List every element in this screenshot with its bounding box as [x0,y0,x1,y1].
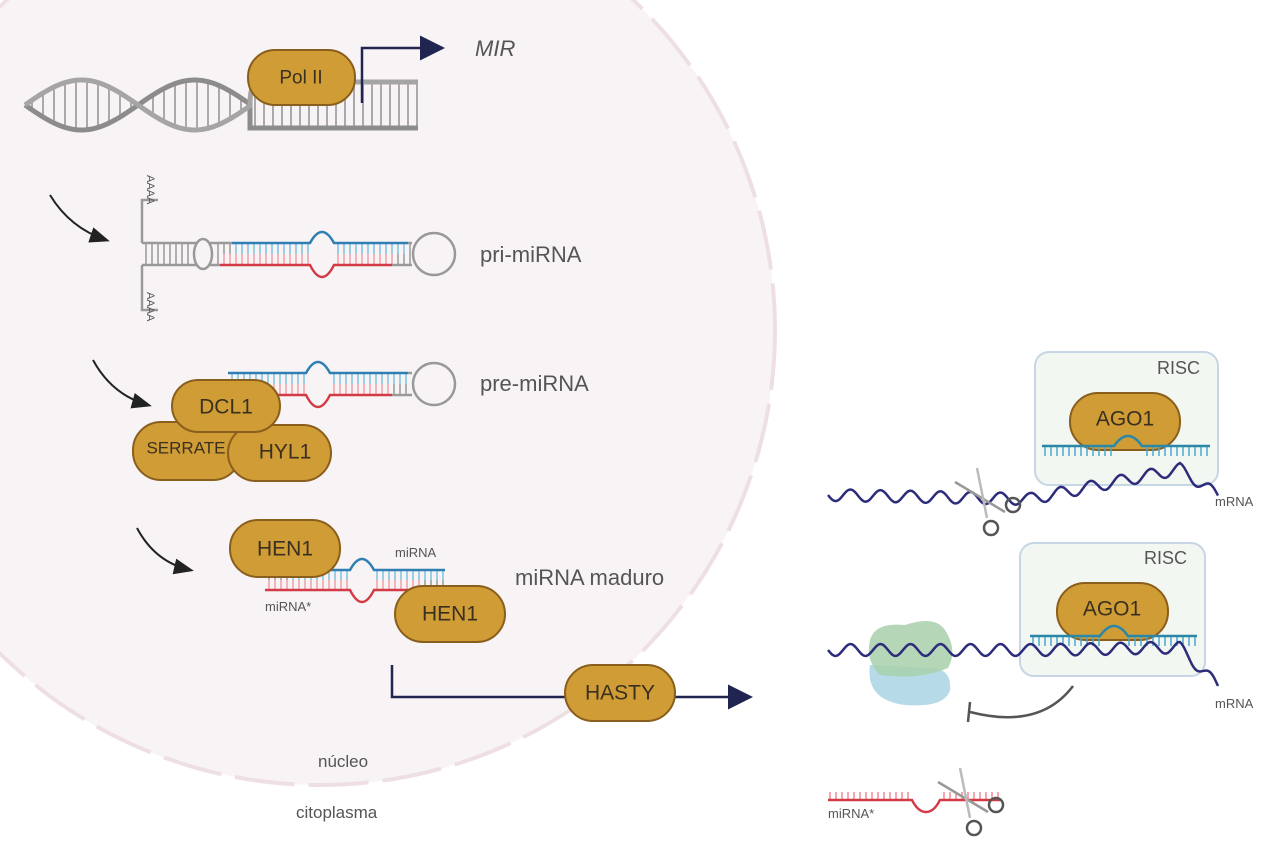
gene-label: MIR [475,36,515,61]
scissors-icon [954,467,1022,537]
serrate-label: SERRATE [146,439,225,458]
mirna-star-degraded-label: miRNA* [828,806,874,821]
hen1-protein [394,585,506,643]
risc-label: RISC [1157,358,1200,378]
nucleus-label: núcleo [318,752,368,771]
mature-mirna-label: miRNA maduro [515,565,664,590]
mirna-star-label: miRNA* [265,599,311,614]
ago1-label: AGO1 [1096,408,1154,431]
blade [975,467,989,519]
strand [140,198,158,312]
pol2-label: Pol II [279,68,322,89]
risc-mirna-strand [1042,434,1210,456]
pol2-protein [247,49,356,106]
dcl1-label: DCL1 [199,396,253,419]
handle [965,819,983,837]
mrna-label: mRNA [1215,494,1254,509]
mirna-strand [232,230,408,245]
mirna-strand [228,360,408,375]
dna-strand [23,77,418,133]
mirna-star-strand [828,792,1000,814]
dna-strand [23,77,418,133]
dcl1-protein [171,379,281,433]
mirna-star-strand [265,588,420,604]
hen1-label: HEN1 [257,538,313,561]
curved-arrow-icon [92,359,152,409]
handle [1004,496,1022,514]
ribosome-icon [868,621,953,706]
mirna-strand [1030,624,1197,638]
terminal-loop [411,361,457,407]
pre-mirna-hairpin [228,360,457,409]
polya-top-label: AAAA [144,175,156,205]
cytoplasm-label: citoplasma [296,803,378,822]
hyl1-protein [227,424,332,482]
transcription-arrow [360,35,445,103]
risc-label: RISC [1144,548,1187,568]
scissors-icon [937,767,1005,837]
curved-arrow-icon [136,527,194,575]
blade [954,480,1006,514]
mirna-strand [1042,434,1210,448]
hen1-protein [229,519,341,578]
terminal-loop [411,231,457,277]
pre-mirna-label: pre-miRNA [480,371,589,396]
mirna-star-strand [228,393,392,409]
mirna-star-strand [828,798,1000,814]
ago1-label: AGO1 [1083,598,1141,621]
hyl1-label: HYL1 [259,441,312,464]
mirna-strand [290,557,445,572]
mirna-star-strand [220,263,392,279]
blade [937,780,989,814]
pri-mirna-label: pri-miRNA [480,242,582,267]
hen1-label: HEN1 [422,603,478,626]
mrna-label: mRNA [1215,696,1254,711]
polya-bottom-label: AAAA [144,292,156,322]
ago1-protein [1069,392,1181,451]
mrna-strand [827,640,1220,687]
curved-arrow-icon [49,194,110,243]
inhibition-arrow-icon [966,685,1074,723]
ago1-protein [1056,582,1169,641]
mirna-label: miRNA [395,545,436,560]
handle [987,796,1005,814]
hasty-label: HASTY [585,682,655,705]
hasty-protein [564,664,676,722]
handle [982,519,1000,537]
pri-mirna-hairpin [140,198,457,312]
bulge [192,237,214,271]
mrna-strand [827,461,1220,506]
blade [958,767,972,819]
